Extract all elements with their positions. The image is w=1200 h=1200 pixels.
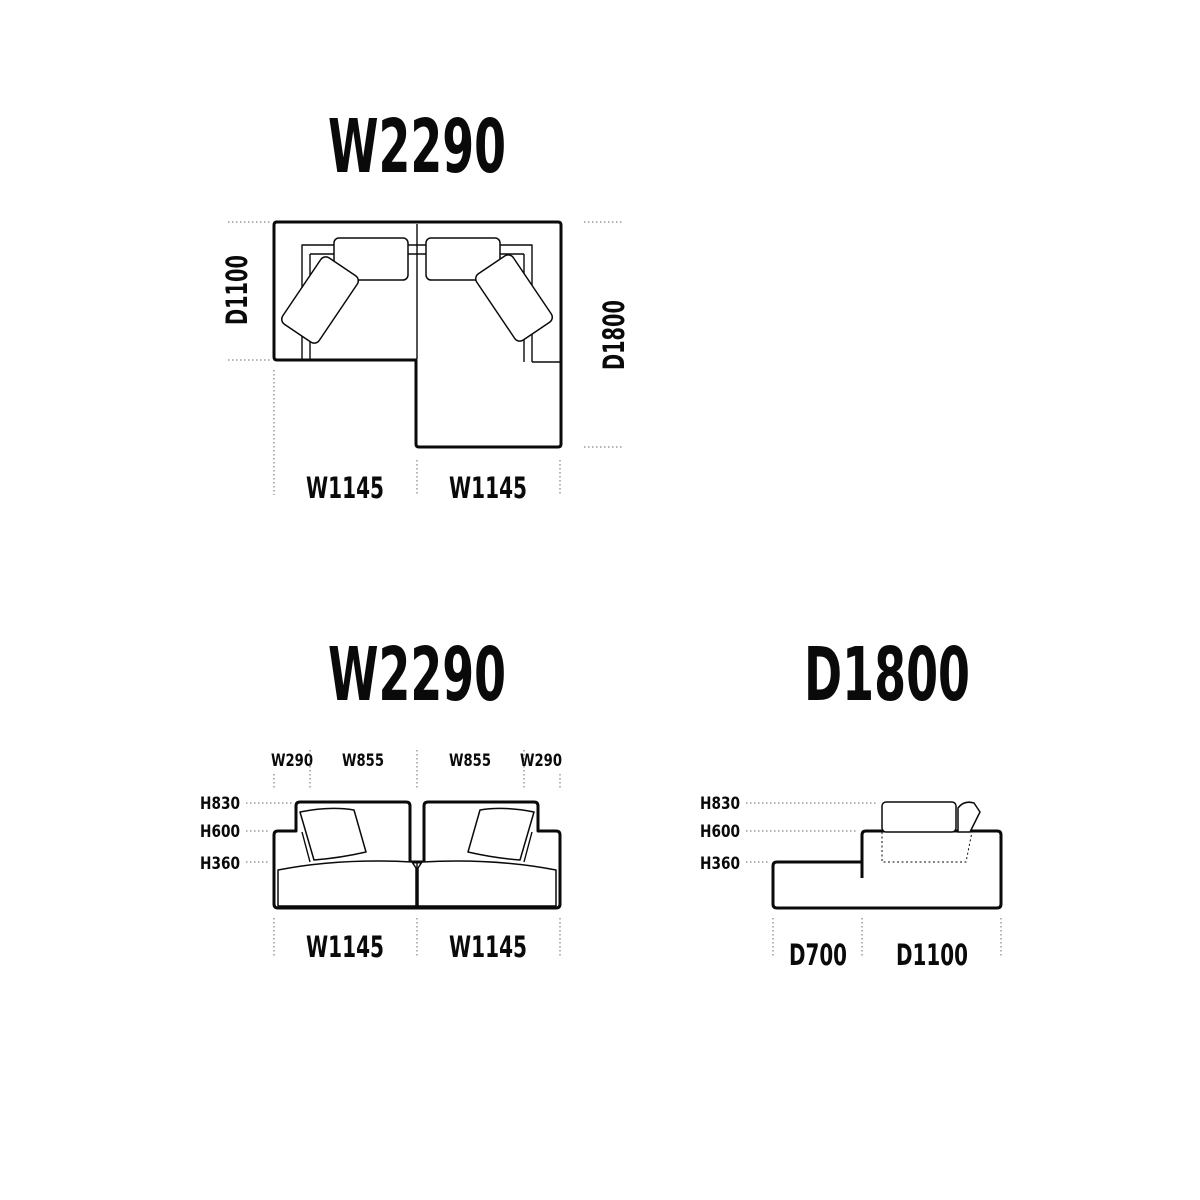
plan-depth-left-label: D1100 xyxy=(220,255,254,325)
front-view: W2290 W290 W855 W855 W290 H830 H600 H360 xyxy=(200,632,562,964)
armrest-edge xyxy=(301,831,311,863)
armrest-edge xyxy=(523,831,533,863)
back-cushion xyxy=(881,801,957,833)
front-height-label: H830 xyxy=(200,794,240,814)
throw-pillow xyxy=(299,807,367,861)
side-height-label: H600 xyxy=(700,822,740,842)
side-depth-left-label: D700 xyxy=(789,938,847,972)
front-width-right-label: W1145 xyxy=(449,930,527,964)
side-view: D1800 H830 H600 H360 D700 D1100 xyxy=(700,632,1003,972)
side-depth-right-label: D1100 xyxy=(896,938,968,972)
front-top-label: W290 xyxy=(520,751,562,771)
plan-view-title: W2290 xyxy=(328,104,506,190)
front-height-label: H360 xyxy=(200,854,240,874)
front-top-label: W290 xyxy=(271,751,313,771)
sofa-outline xyxy=(272,220,563,449)
hidden-cushion-line xyxy=(881,831,973,863)
plan-width-left-label: W1145 xyxy=(306,471,384,505)
throw-pillow xyxy=(467,807,535,861)
sofa-side-outline xyxy=(771,829,1003,910)
plan-view: W2290 D1100 D1800 W1145 W1145 xyxy=(220,104,631,505)
front-top-label: W855 xyxy=(449,751,491,771)
front-top-label: W855 xyxy=(342,751,384,771)
side-height-label: H360 xyxy=(700,854,740,874)
throw-pillow xyxy=(957,801,981,833)
front-view-title: W2290 xyxy=(328,632,506,718)
plan-depth-right-label: D1800 xyxy=(597,300,631,370)
throw-pillow xyxy=(474,254,554,342)
front-height-label: H600 xyxy=(200,822,240,842)
seat-cushion xyxy=(277,860,417,907)
back-cushion xyxy=(333,237,409,281)
sofa-front-outline xyxy=(272,800,562,910)
side-view-title: D1800 xyxy=(804,632,970,718)
side-height-label: H830 xyxy=(700,794,740,814)
seat-cushion xyxy=(417,860,557,907)
front-width-left-label: W1145 xyxy=(306,930,384,964)
throw-pillow xyxy=(280,256,360,344)
plan-width-right-label: W1145 xyxy=(449,471,527,505)
